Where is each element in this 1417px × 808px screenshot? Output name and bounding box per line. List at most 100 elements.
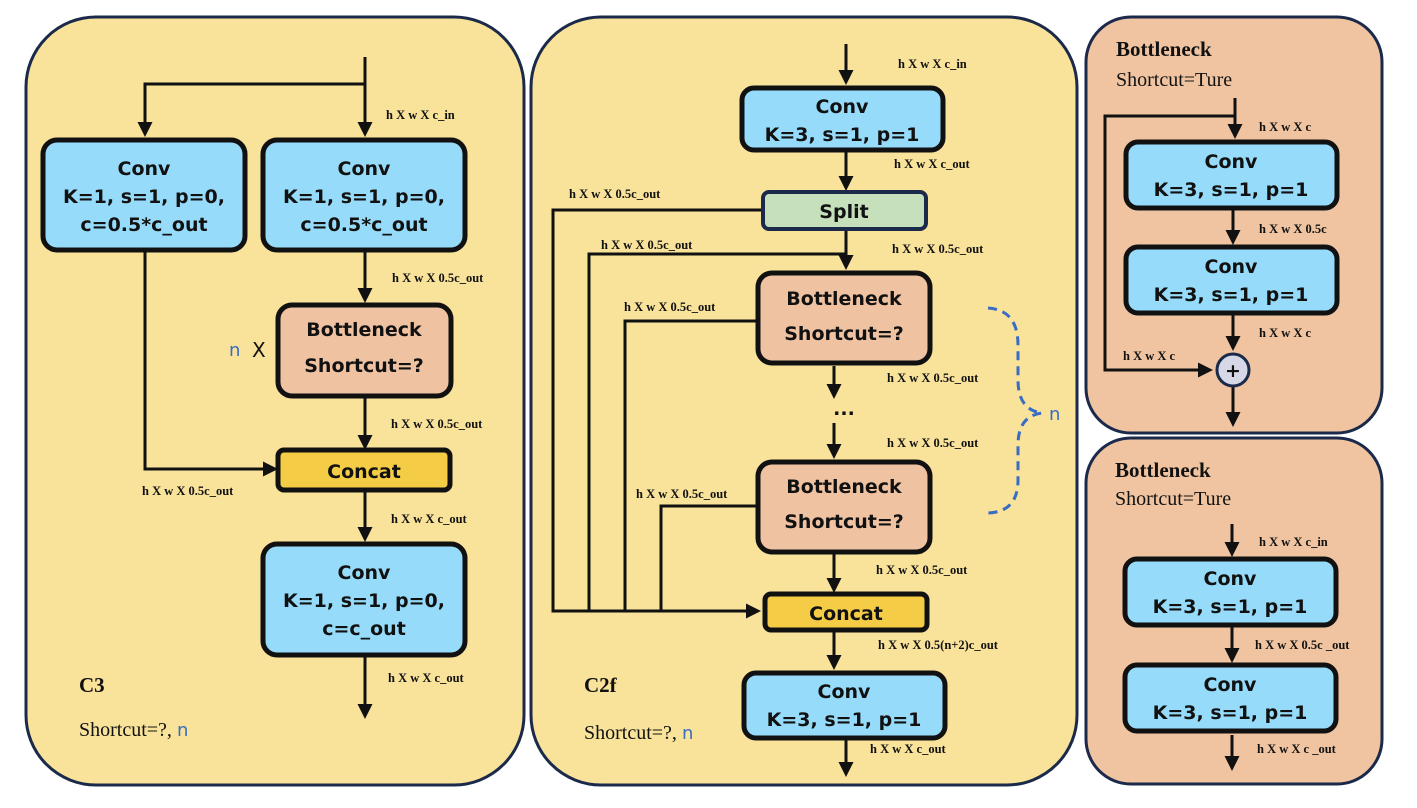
- bneck-false-conv2-params: K=3, s=1, p=1: [1153, 702, 1308, 724]
- bneck-false-conv2-label: Conv: [1204, 674, 1258, 696]
- c2f-dim-branch4: h X w X 0.5c_out: [636, 487, 728, 501]
- c3-conv-out-label: Conv: [338, 562, 392, 584]
- c3-conv-right: [260, 137, 468, 253]
- c2f-concat: [762, 591, 930, 633]
- bneck-true-dim-after: h X w X c: [1259, 326, 1312, 340]
- c2f-bottleneck-1: [755, 270, 933, 366]
- c2f-subtitle-text: Shortcut=?,: [584, 722, 682, 744]
- c3-left-split-arrow: [137, 82, 365, 137]
- c2f-conv-out: [741, 670, 948, 741]
- c3-bottleneck-label: Bottleneck: [306, 319, 422, 341]
- bneck-false-conv1-params: K=3, s=1, p=1: [1153, 596, 1308, 618]
- c2f-dim-before-b2: h X w X 0.5c_out: [887, 436, 979, 450]
- c2f-ellipsis: ...: [833, 398, 855, 420]
- bottleneck-true-module: Bottleneck Shortcut=Ture Conv K=3, s=1, …: [1103, 37, 1340, 427]
- c2f-repeat-brace: [987, 306, 1043, 515]
- c2f-dim-after-b2: h X w X 0.5c_out: [876, 563, 968, 577]
- c3-dim-out: h X w X c_out: [388, 671, 465, 685]
- c2f-module: Conv K=3, s=1, p=1 Split Bottleneck Shor…: [551, 44, 1060, 777]
- bneck-true-plus-label: +: [1225, 360, 1241, 382]
- bneck-false-subtitle: Shortcut=Ture: [1115, 488, 1231, 510]
- bneck-true-dim-skip: h X w X c: [1123, 349, 1176, 363]
- c2f-dim-split-branch: h X w X 0.5c_out: [569, 187, 661, 201]
- bneck-false-conv1-label: Conv: [1204, 568, 1258, 590]
- c3-module: Conv K=1, s=1, p=0, c=0.5*c_out Conv K=1…: [40, 57, 484, 741]
- c2f-dim-after-concat: h X w X 0.5(n+2)c_out: [878, 638, 999, 652]
- c3-concat-label: Concat: [327, 461, 401, 483]
- add-icon: [1215, 352, 1251, 388]
- c3-conv-left-channels: c=0.5*c_out: [80, 214, 207, 236]
- c2f-dim-out: h X w X c_out: [870, 742, 947, 756]
- c2f-split: [761, 190, 928, 231]
- c2f-dim-split-down: h X w X 0.5c_out: [892, 242, 984, 256]
- c2f-concat-label: Concat: [809, 603, 883, 625]
- c2f-bottleneck-1-label: Bottleneck: [786, 288, 902, 310]
- c2f-branch2-line: [587, 252, 846, 611]
- c2f-dim-branch2: h X w X 0.5c_out: [601, 238, 693, 252]
- bneck-false-conv1: [1122, 556, 1339, 628]
- c3-bottleneck: [275, 302, 454, 399]
- c2f-subtitle-n: n: [682, 723, 693, 744]
- c3-conv-left: [40, 137, 248, 253]
- c2f-split-label: Split: [819, 201, 868, 223]
- c2f-conv-in-params: K=3, s=1, p=1: [765, 124, 920, 146]
- c3-conv-left-label: Conv: [118, 158, 172, 180]
- c2f-bottleneck-2: [755, 459, 933, 555]
- c2f-conv-out-label: Conv: [818, 681, 872, 703]
- c2f-branch4-line: [659, 504, 758, 611]
- c2f-repeat-n: n: [1049, 404, 1060, 425]
- c3-bottleneck-shortcut: Shortcut=?: [304, 355, 424, 377]
- c3-conv-left-params: K=1, s=1, p=0,: [63, 186, 225, 208]
- c2f-dim-in: h X w X c_in: [898, 57, 967, 71]
- bneck-false-title: Bottleneck: [1115, 458, 1211, 482]
- c2f-conv-out-params: K=3, s=1, p=1: [767, 709, 922, 731]
- bneck-true-conv1-label: Conv: [1205, 151, 1259, 173]
- c2f-bottleneck-2-label: Bottleneck: [786, 476, 902, 498]
- c2f-bottleneck-2-shortcut: Shortcut=?: [784, 511, 904, 533]
- c2f-bottleneck-1-shortcut: Shortcut=?: [784, 323, 904, 345]
- bneck-true-dim-in: h X w X c: [1259, 120, 1312, 134]
- c3-dim-after-concat: h X w X c_out: [391, 512, 468, 526]
- c3-repeat-n: n: [229, 340, 240, 361]
- bneck-true-conv2-params: K=3, s=1, p=1: [1154, 284, 1309, 306]
- c3-subtitle: Shortcut=?, n: [79, 719, 188, 741]
- bneck-true-conv2-label: Conv: [1205, 256, 1259, 278]
- bneck-true-skip-arrow: [1103, 114, 1235, 378]
- c3-conv-out: [260, 541, 468, 658]
- c3-dim-after-bneck: h X w X 0.5c_out: [391, 417, 483, 431]
- c3-dim-left-branch: h X w X 0.5c_out: [142, 484, 234, 498]
- bneck-true-conv1-params: K=3, s=1, p=1: [1154, 179, 1309, 201]
- bneck-false-conv2: [1122, 662, 1339, 734]
- c2f-dim-branch3: h X w X 0.5c_out: [624, 300, 716, 314]
- c2f-split-branch-line: [551, 208, 763, 619]
- c3-conv-right-channels: c=0.5*c_out: [300, 214, 427, 236]
- bneck-false-dim-in: h X w X c_in: [1259, 535, 1328, 549]
- c3-title: C3: [79, 673, 105, 697]
- c3-conv-out-channels: c=c_out: [322, 618, 406, 640]
- c3-subtitle-text: Shortcut=?,: [79, 719, 177, 741]
- c2f-title: C2f: [584, 673, 618, 697]
- c3-subtitle-n: n: [177, 720, 188, 741]
- bneck-true-dim-mid: h X w X 0.5c: [1259, 222, 1327, 236]
- c2f-subtitle: Shortcut=?, n: [584, 722, 693, 744]
- c2f-branch3-line: [623, 319, 758, 611]
- c3-dim-in: h X w X c_in: [386, 108, 455, 122]
- bneck-true-conv2: [1123, 244, 1340, 316]
- bneck-true-title: Bottleneck: [1116, 37, 1212, 61]
- bneck-false-dim-mid: h X w X 0.5c _out: [1255, 638, 1350, 652]
- c3-conv-right-params: K=1, s=1, p=0,: [283, 186, 445, 208]
- c3-dim-after-conv: h X w X 0.5c_out: [392, 271, 484, 285]
- c2f-dim-after-conv: h X w X c_out: [894, 157, 971, 171]
- c3-repeat-x: X: [252, 338, 266, 362]
- c3-conv-out-params: K=1, s=1, p=0,: [283, 590, 445, 612]
- c3-left-to-concat-arrow: [143, 252, 278, 477]
- bneck-false-dim-out: h X w X c _out: [1257, 742, 1337, 756]
- c3-concat: [275, 447, 453, 493]
- c2f-conv-in-label: Conv: [816, 96, 870, 118]
- c3-panel: [24, 15, 526, 787]
- bneck-true-conv1: [1123, 139, 1340, 211]
- c2f-conv-in: [739, 85, 946, 153]
- bottleneck-false-module: Bottleneck Shortcut=Ture Conv K=3, s=1, …: [1115, 458, 1350, 771]
- c3-conv-right-label: Conv: [338, 158, 392, 180]
